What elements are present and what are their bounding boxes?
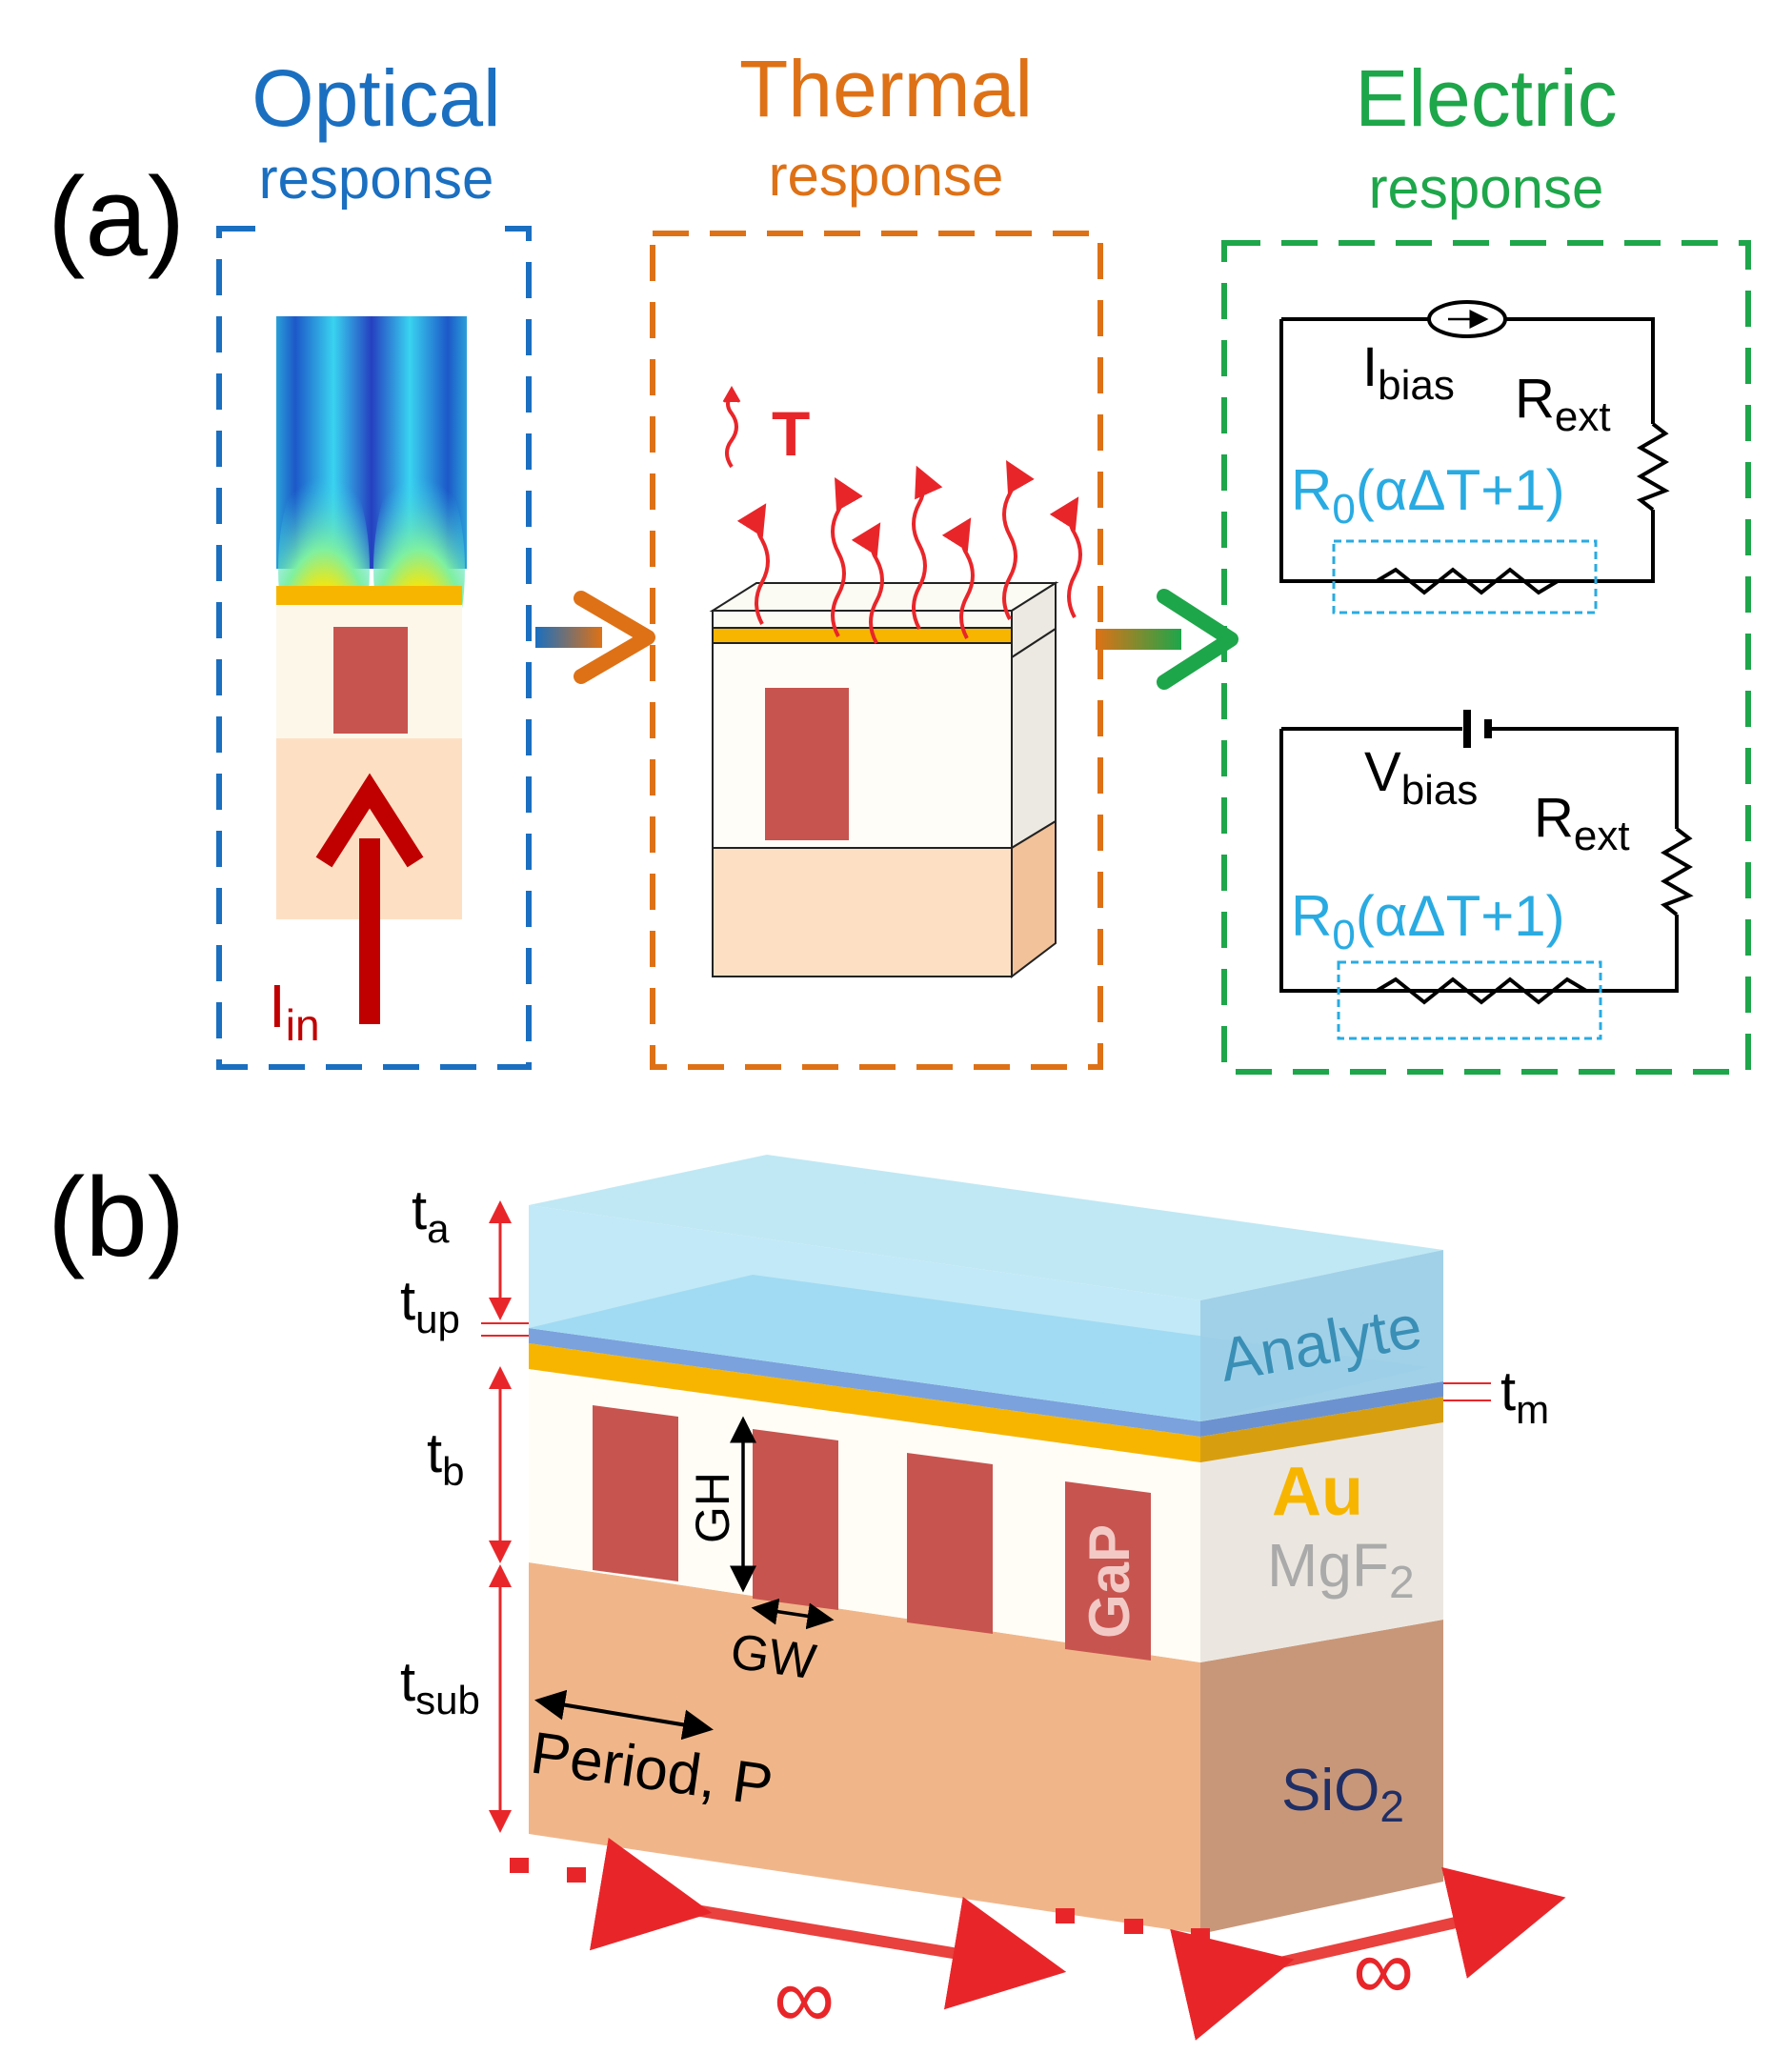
optical-subtitle: response [259, 147, 494, 211]
optical-gold-layer [276, 586, 462, 605]
au-side [1200, 1397, 1443, 1462]
r0-expression-2: R0(αΔT+1) [1291, 884, 1565, 958]
r0-highlight-box-1 [1332, 539, 1598, 614]
mgf2-label: MgF2 [1267, 1531, 1415, 1608]
r0-expression-1: R0(αΔT+1) [1291, 458, 1565, 533]
infinite-extension: ∞ ∞ [510, 1837, 1566, 2046]
r0-highlight-box-2 [1337, 960, 1602, 1040]
optical-to-thermal-arrow [535, 591, 655, 684]
gh-label: GH [686, 1472, 739, 1543]
gw-label: GW [727, 1623, 819, 1690]
thermal-cube-substrate [712, 847, 1013, 977]
infinity-label-right: ∞ [1353, 1923, 1414, 2018]
heat-waves [736, 460, 1082, 644]
au-label: Au [1272, 1454, 1363, 1530]
panel-a-label: (a) [48, 154, 185, 280]
gap-grating-2 [753, 1429, 838, 1610]
optical-response-panel: Optical response Iin [216, 53, 532, 1070]
au-front [529, 1343, 1200, 1462]
thermal-response-panel: Thermal response T [650, 44, 1103, 1070]
temperature-label: T [772, 398, 810, 469]
thermal-cube-gap [765, 688, 849, 840]
optical-title: Optical [252, 53, 500, 143]
thermal-cube-side-substrate [1011, 819, 1057, 979]
infinity-arrow-right [1170, 1866, 1566, 2041]
electric-dashed-box [1221, 240, 1751, 1075]
thermal-to-electric-arrow [1096, 589, 1238, 690]
temp-wave-icon [725, 393, 738, 469]
rext-label-2: Rext [1534, 787, 1630, 859]
gap-label: GaP [1077, 1524, 1141, 1639]
sio2-side [1200, 1620, 1443, 1934]
thermal-subtitle: response [769, 144, 1004, 208]
upper-layer-front [529, 1328, 1200, 1437]
tm-label: tm [1500, 1360, 1549, 1432]
electric-subtitle: response [1369, 156, 1604, 220]
tb-label: tb [427, 1422, 464, 1494]
electric-response-panel: Electric response Ibias Rext R0(αΔT+1) V… [1221, 53, 1751, 1075]
current-bias-circuit: Ibias Rext R0(αΔT+1) [1279, 300, 1670, 614]
r0-resistor-1 [1375, 567, 1560, 595]
analyte-side [1200, 1250, 1443, 1421]
gap-grating-4 [1065, 1481, 1151, 1661]
gap-grating-3 [907, 1453, 993, 1634]
panel-b-label: (b) [48, 1155, 185, 1280]
tsub-label: tsub [400, 1651, 480, 1722]
device-3d-structure: Analyte Au MgF2 GaP SiO2 [529, 1155, 1443, 1934]
rext-label-1: Rext [1515, 368, 1611, 440]
voltage-bias-circuit: Vbias Rext R0(αΔT+1) [1279, 710, 1694, 1040]
analyte-top [529, 1155, 1443, 1300]
thermal-cube-mgf2 [712, 642, 1013, 849]
upper-layer-side [1200, 1381, 1443, 1437]
r0-resistor-2 [1375, 977, 1588, 1005]
electric-title: Electric [1355, 53, 1617, 143]
ibias-label: Ibias [1362, 336, 1455, 409]
dimension-markers: ta tup tb tsub tm GH GW Period, P [400, 1179, 1549, 1833]
optical-gap-grating [333, 627, 408, 734]
infinity-label-left: ∞ [774, 1951, 835, 2046]
ellipsis-dots-left [510, 1858, 643, 1892]
vbias-label: Vbias [1364, 741, 1478, 814]
sio2-label: SiO2 [1281, 1758, 1404, 1831]
thermal-cube-side-mgf2 [1011, 627, 1057, 850]
tup-label: tup [400, 1270, 460, 1341]
mgf2-side [1200, 1420, 1443, 1662]
thermal-dashed-box [650, 231, 1103, 1070]
input-intensity-label: Iin [269, 972, 320, 1050]
gap-grating-1 [593, 1405, 678, 1581]
rext-resistor-1 [1636, 422, 1670, 512]
input-arrow-head [315, 773, 424, 868]
optical-white-cap [272, 210, 505, 314]
ta-label: ta [412, 1179, 450, 1251]
rext-resistor-2 [1660, 827, 1694, 916]
thermal-title: Thermal [739, 44, 1033, 133]
infinity-arrow-left [589, 1837, 1067, 2010]
